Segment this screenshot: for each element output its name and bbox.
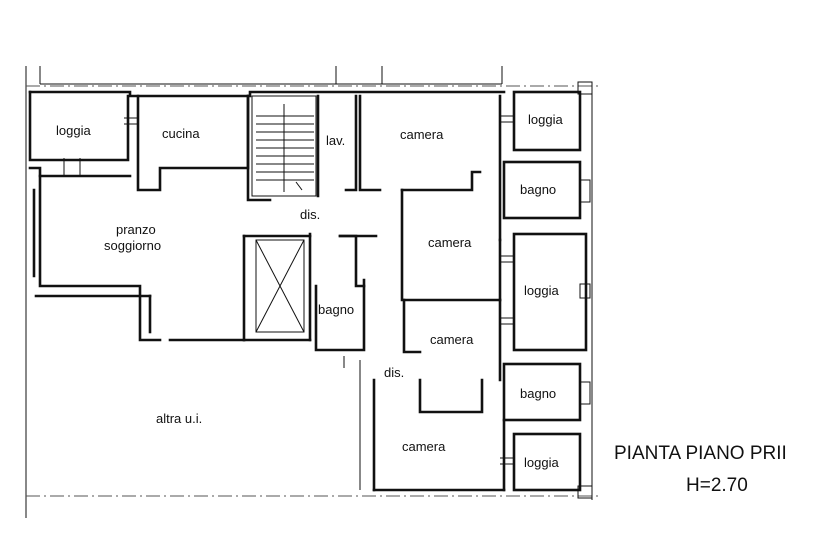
plan-title: PIANTA PIANO PRII xyxy=(614,443,787,464)
room-labels: loggia cucina lav. camera loggia bagno p… xyxy=(56,112,563,470)
room-label-bagno: bagno xyxy=(520,386,556,401)
room-label-altra-ui: altra u.i. xyxy=(156,411,202,426)
room-label-camera: camera xyxy=(430,332,474,347)
room-label-soggiorno: soggiorno xyxy=(104,238,161,253)
room-label-bagno: bagno xyxy=(318,302,354,317)
room-label-loggia: loggia xyxy=(56,123,91,138)
room-label-dis: dis. xyxy=(300,207,320,222)
plan-height: H=2.70 xyxy=(686,475,748,496)
room-label-loggia: loggia xyxy=(528,112,563,127)
room-label-pranzo: pranzo xyxy=(116,222,156,237)
staircase xyxy=(256,104,314,192)
room-label-lav: lav. xyxy=(326,133,345,148)
walls xyxy=(28,90,591,492)
room-label-loggia: loggia xyxy=(524,283,559,298)
plan-caption: PIANTA PIANO PRII H=2.70 xyxy=(614,443,787,496)
room-label-camera: camera xyxy=(428,235,472,250)
room-label-loggia: loggia xyxy=(524,455,559,470)
room-label-bagno: bagno xyxy=(520,182,556,197)
room-label-camera: camera xyxy=(400,127,444,142)
boundary-lines xyxy=(25,66,600,518)
room-label-cucina: cucina xyxy=(162,126,200,141)
room-label-camera: camera xyxy=(402,439,446,454)
room-label-dis: dis. xyxy=(384,365,404,380)
